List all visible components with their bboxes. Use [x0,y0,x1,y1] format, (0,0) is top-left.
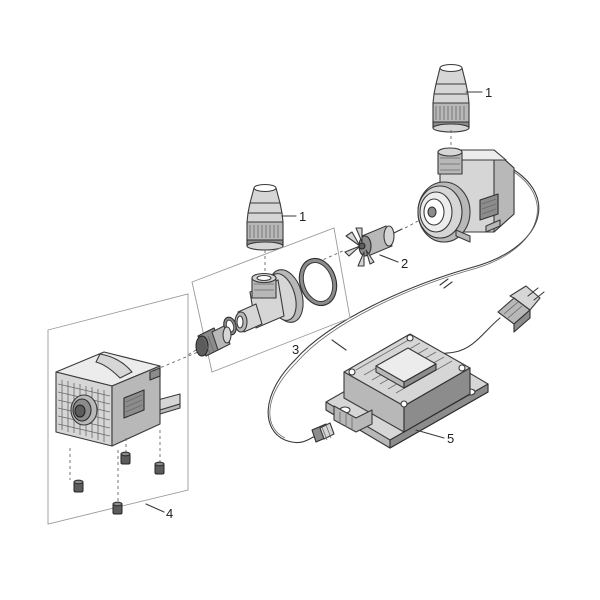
axis-line-cage [149,351,199,373]
suction-feet [69,430,165,515]
inlet-adapter [195,325,232,357]
leader-lines [145,91,483,513]
axis-line-impeller [317,249,346,263]
pump-housing [234,269,304,333]
o-ring [298,257,338,307]
axis-line-housing [185,349,197,357]
callout-1-mid: 1 [299,209,306,224]
impeller [344,225,403,267]
callout-2: 2 [401,256,408,271]
callout-4: 4 [166,506,173,521]
mains-plug [497,285,545,333]
axis-line-motor [404,219,421,229]
part-4-group-frame [47,293,189,525]
cable-break-mark [439,278,453,289]
callout-5: 5 [447,431,454,446]
callout-1-top: 1 [485,85,492,100]
outlet-nozzle-mid [246,183,284,251]
cable-connector [311,422,335,443]
plug-cable [435,317,501,359]
motor-unit [417,147,515,243]
outlet-nozzle-top [432,63,470,133]
callout-3: 3 [292,342,299,357]
filter-cage [55,351,181,447]
transformer [325,333,489,449]
